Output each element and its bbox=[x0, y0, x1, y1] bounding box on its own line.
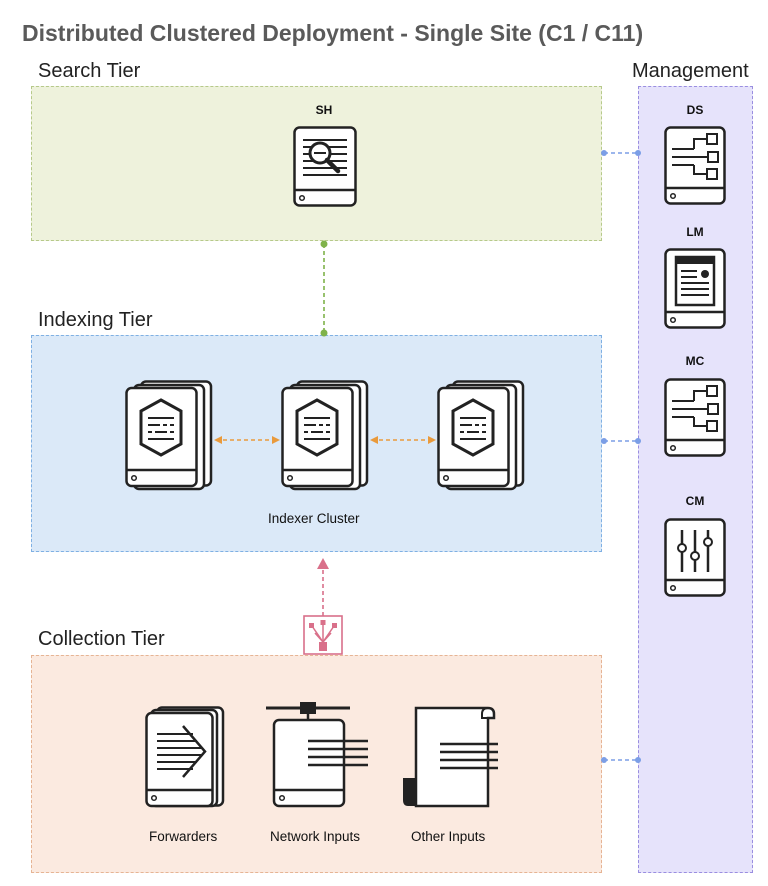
lm-label: LM bbox=[686, 225, 704, 239]
diagram-title: Distributed Clustered Deployment - Singl… bbox=[22, 20, 644, 46]
other-inputs-caption: Other Inputs bbox=[411, 829, 486, 844]
ds-label: DS bbox=[686, 103, 704, 117]
sh-label: SH bbox=[315, 103, 333, 117]
cluster-master-icon bbox=[664, 518, 726, 597]
cm-label: CM bbox=[685, 494, 705, 508]
management-tier-label: Management bbox=[632, 60, 749, 82]
mc-label: MC bbox=[685, 354, 705, 368]
collection-tier-label: Collection Tier bbox=[38, 628, 165, 650]
forwarders-caption: Forwarders bbox=[149, 829, 218, 844]
license-master-icon bbox=[664, 248, 726, 329]
deployment-server-icon bbox=[664, 126, 726, 205]
network-inputs-caption: Network Inputs bbox=[270, 829, 361, 844]
indexer-2-icon bbox=[281, 380, 369, 491]
indexer-cluster-caption: Indexer Cluster bbox=[268, 511, 360, 526]
other-inputs-icon bbox=[403, 706, 498, 808]
peer-arrow-2b bbox=[428, 436, 436, 444]
search-link-dot-top bbox=[320, 240, 328, 248]
indexing-tier-label: Indexing Tier bbox=[38, 309, 153, 331]
collection-link-arrowhead bbox=[317, 558, 329, 569]
network-inputs-icon bbox=[266, 702, 368, 808]
peer-arrow-1a bbox=[214, 436, 222, 444]
search-head-icon bbox=[293, 126, 357, 207]
routing-icon bbox=[303, 615, 343, 655]
management-tier bbox=[638, 86, 753, 873]
monitoring-console-icon bbox=[664, 378, 726, 457]
indexer-3-icon bbox=[437, 380, 525, 491]
forwarders-icon bbox=[145, 706, 225, 808]
search-link-dot-bottom bbox=[320, 329, 328, 337]
peer-arrow-2a bbox=[370, 436, 378, 444]
indexer-1-icon bbox=[125, 380, 213, 491]
peer-arrow-1b bbox=[272, 436, 280, 444]
search-tier-label: Search Tier bbox=[38, 60, 141, 82]
